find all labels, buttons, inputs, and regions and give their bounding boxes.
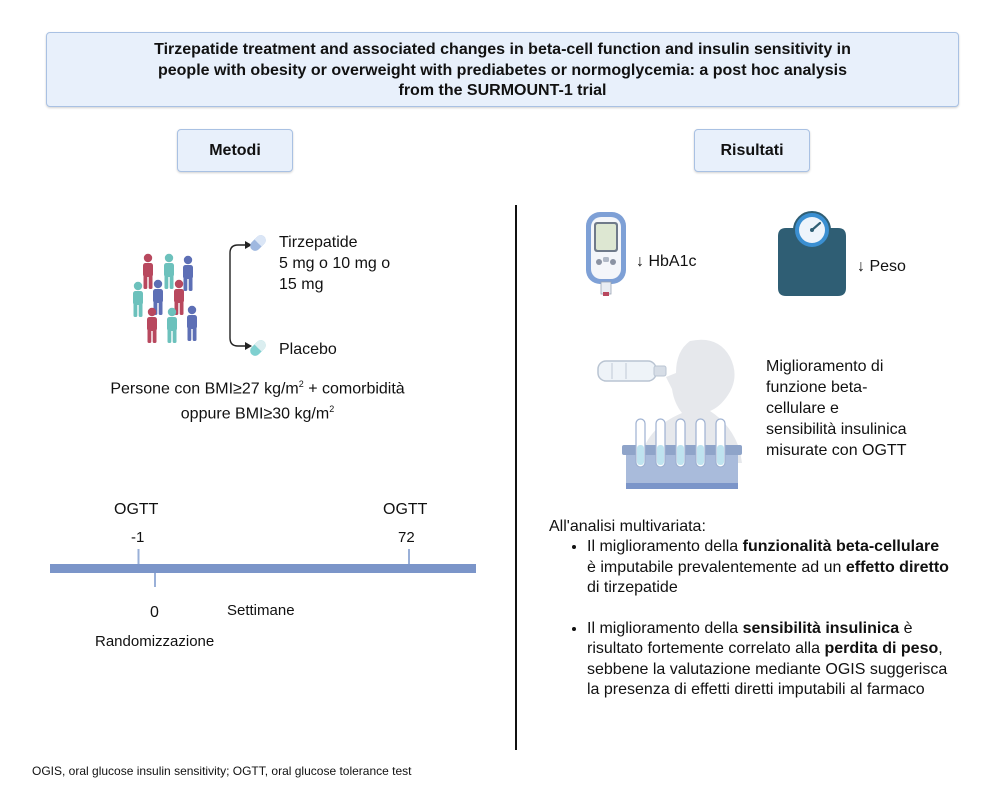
title-line-1: Tirzepatide treatment and associated cha… — [154, 41, 851, 58]
ogtt-label-end: OGTT — [383, 501, 428, 518]
glucometer-icon — [586, 212, 626, 296]
week-label-zero: 0 — [150, 604, 159, 621]
title-line-3: from the SURMOUNT-1 trial — [398, 82, 607, 99]
ogtt-test-icon — [597, 339, 742, 489]
ogtt-label-start: OGTT — [114, 501, 159, 518]
capsule-icon-tirzepatide — [250, 235, 266, 251]
timeline-axis — [50, 549, 476, 587]
capsule-icon-placebo — [250, 340, 266, 356]
methods-header: Metodi — [177, 129, 293, 172]
results-bullet-list: Il miglioramento della funzionalità beta… — [549, 537, 949, 721]
week-label-72: 72 — [398, 529, 415, 546]
footnote: OGIS, oral glucose insulin sensitivity; … — [32, 764, 412, 778]
bullet-insulin-sensitivity: Il miglioramento della sensibilità insul… — [587, 619, 949, 701]
ogtt-result-text: Miglioramento di funzione beta- cellular… — [766, 358, 907, 459]
weight-scale-icon — [778, 211, 846, 296]
title-box: Tirzepatide treatment and associated cha… — [46, 32, 959, 107]
week-label-minus1: -1 — [131, 529, 145, 546]
timeline-units: Settimane — [227, 602, 295, 619]
section-divider — [515, 205, 517, 750]
people-group-icon — [133, 253, 197, 343]
weight-result: ↓ Peso — [857, 258, 906, 275]
randomization-label: Randomizzazione — [95, 633, 215, 650]
results-header: Risultati — [694, 129, 810, 172]
randomization-arrows — [229, 241, 252, 350]
arm-tirzepatide: Tirzepatide 5 mg o 10 mg o 15 mg — [279, 234, 391, 293]
bullet-beta-cell: Il miglioramento della funzionalità beta… — [587, 537, 949, 599]
multivariate-heading: All'analisi multivariata: — [549, 518, 706, 535]
arrow-head-icon — [245, 241, 252, 249]
title-line-2: people with obesity or overweight with p… — [157, 61, 848, 79]
arm-placebo: Placebo — [279, 341, 337, 358]
population-text: Persone con BMI≥27 kg/m2 + comorbidità o… — [110, 379, 405, 423]
hba1c-result: ↓ HbA1c — [636, 253, 697, 270]
